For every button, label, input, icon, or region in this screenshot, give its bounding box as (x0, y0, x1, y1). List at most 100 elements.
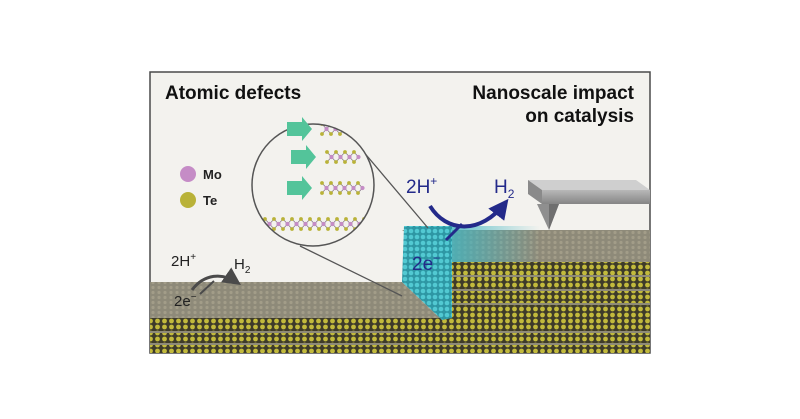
zoom-line-upper (361, 149, 429, 229)
right-electrons-label: 2e (412, 254, 433, 275)
te-atom (281, 217, 285, 221)
defect-arrow-1 (287, 117, 312, 141)
te-atom (335, 217, 339, 221)
right-reactant-charge: + (430, 174, 437, 188)
te-atom (320, 181, 324, 185)
te-atom (343, 150, 347, 154)
te-atom (299, 217, 303, 221)
defect-arrow-3 (287, 176, 312, 200)
te-atom (334, 150, 338, 154)
title-on-catalysis: on catalysis (525, 106, 634, 127)
mo-atom (312, 221, 317, 227)
left-reactant-charge: + (190, 252, 196, 263)
te-atom (317, 227, 321, 231)
te-atom (329, 132, 333, 136)
svg-text:2e−: 2e− (174, 292, 197, 310)
defect-chain-2 (325, 150, 361, 164)
right-product-subscript: 2 (508, 187, 515, 201)
te-atom (334, 160, 338, 164)
te-atom (335, 227, 339, 231)
mo-legend-label: Mo (203, 167, 222, 182)
svg-text:2H+: 2H+ (171, 252, 196, 270)
left-surface-top (150, 282, 442, 320)
te-atom (338, 181, 342, 185)
left-product-label: H (234, 256, 245, 273)
te-atom (343, 160, 347, 164)
mo-atom (356, 154, 361, 160)
te-atom (329, 191, 333, 195)
mo-atom (347, 154, 352, 160)
te-atom (356, 191, 360, 195)
mo-atom (303, 221, 308, 227)
legend: Mo Te (180, 166, 222, 208)
svg-text:H2: H2 (494, 177, 515, 201)
mo-atom (324, 126, 329, 132)
left-layered-crystal (150, 318, 650, 353)
te-atom (344, 217, 348, 221)
defect-arrow-2 (291, 145, 316, 169)
te-atom (272, 217, 276, 221)
te-atom (290, 217, 294, 221)
basal-plane-reaction: 2H+ H2 2e− (171, 252, 251, 310)
left-electrons-label: 2e (174, 293, 191, 310)
title-nanoscale-impact: Nanoscale impact (472, 83, 634, 104)
te-atom (353, 217, 357, 221)
left-product-subscript: 2 (245, 265, 251, 276)
te-atom (281, 227, 285, 231)
te-atom (347, 181, 351, 185)
mo-atom (338, 154, 343, 160)
te-atom (263, 217, 267, 221)
mo-atom (339, 221, 344, 227)
te-atom (290, 227, 294, 231)
mo-atom (285, 221, 290, 227)
te-atom (299, 227, 303, 231)
svg-text:2e−: 2e− (412, 251, 440, 275)
te-atom (329, 181, 333, 185)
te-atom (352, 160, 356, 164)
te-atom (320, 132, 324, 136)
te-atom (320, 191, 324, 195)
defect-glow (440, 226, 540, 262)
te-atom (308, 217, 312, 221)
te-atom (317, 217, 321, 221)
right-reactant-label: 2H (406, 177, 430, 198)
left-reaction-arrow (190, 267, 241, 291)
right-product-label: H (494, 177, 508, 198)
mo-atom (342, 185, 347, 191)
te-atom (352, 150, 356, 154)
right-electrons-charge: − (433, 251, 440, 265)
te-atom (326, 217, 330, 221)
mo-atom (348, 221, 353, 227)
te-atom (325, 160, 329, 164)
te-atom (356, 181, 360, 185)
right-reaction-arrow (428, 198, 509, 229)
te-atom (338, 191, 342, 195)
mo-atom (294, 221, 299, 227)
mo-atom (333, 185, 338, 191)
te-atom (338, 132, 342, 136)
te-atom (344, 227, 348, 231)
mo-atom (351, 185, 356, 191)
mo-atom (321, 221, 326, 227)
defect-edge-reaction: 2H+ H2 2e− (406, 174, 515, 275)
defect-edge-region (402, 226, 452, 320)
te-atom (347, 191, 351, 195)
mo-atom (330, 221, 335, 227)
te-atom (272, 227, 276, 231)
mo-atom (329, 154, 334, 160)
mo-atom (324, 185, 329, 191)
svg-text:H2: H2 (234, 256, 251, 276)
te-legend-dot (180, 192, 196, 208)
zoom-line-lower (299, 245, 403, 297)
mo-atom (360, 185, 365, 191)
mo-atom (267, 221, 272, 227)
left-reactant-label: 2H (171, 253, 190, 270)
te-atom (326, 227, 330, 231)
te-atom (308, 227, 312, 231)
title-atomic-defects: Atomic defects (165, 83, 301, 104)
mo-atom (276, 221, 281, 227)
afm-tip (528, 180, 650, 230)
svg-text:2H+: 2H+ (406, 174, 437, 198)
mo-legend-dot (180, 166, 196, 182)
